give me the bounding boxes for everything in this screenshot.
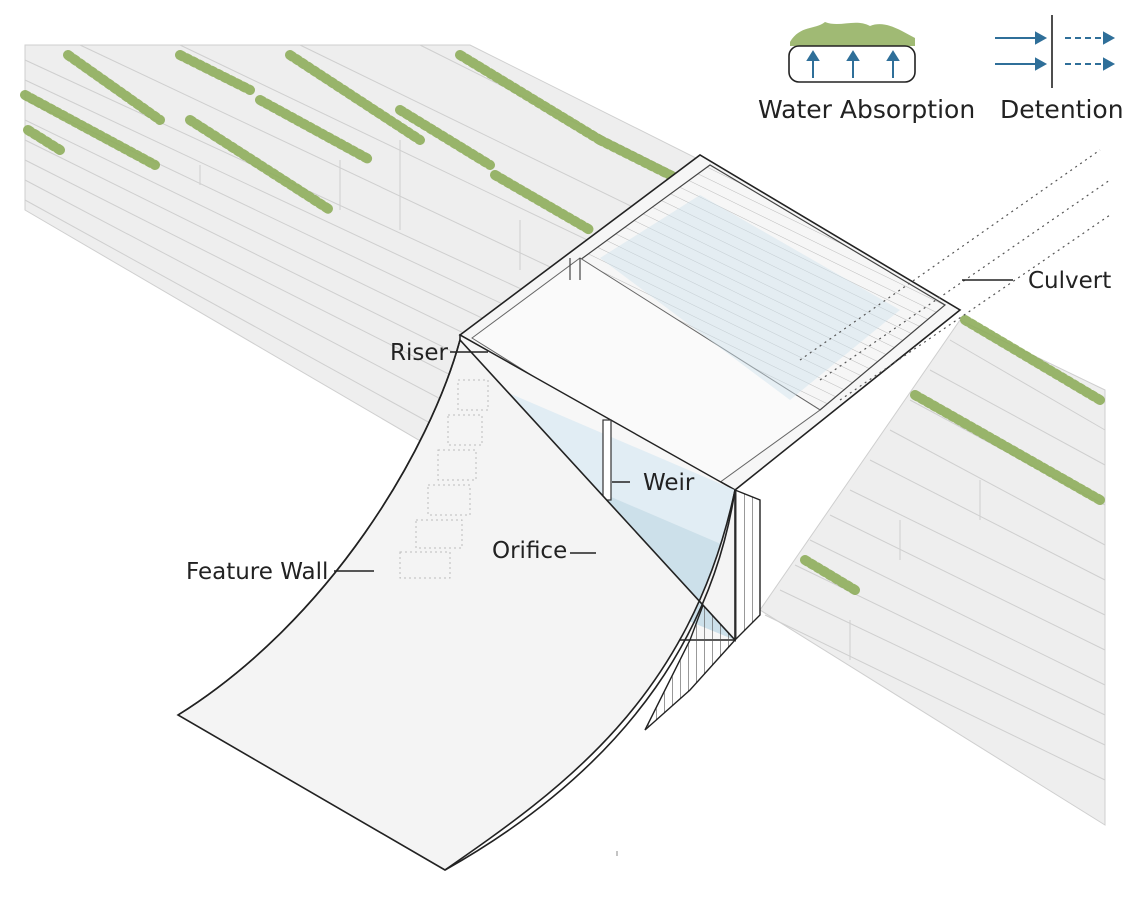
weir-label: Weir bbox=[643, 470, 695, 496]
legend-water-absorption-icon bbox=[788, 22, 916, 83]
legend: Water Absorption Detention bbox=[758, 15, 1124, 124]
legend-water-absorption-label: Water Absorption bbox=[758, 95, 975, 124]
feature-wall-label: Feature Wall bbox=[186, 559, 328, 585]
legend-detention-icon bbox=[995, 15, 1116, 88]
callouts bbox=[334, 279, 1013, 572]
culvert-label: Culvert bbox=[1028, 268, 1111, 294]
culvert-pipes bbox=[799, 149, 1111, 401]
planting-strips bbox=[20, 50, 1105, 595]
riser-label: Riser bbox=[390, 340, 449, 366]
weir-plate bbox=[602, 419, 612, 501]
detention-box bbox=[458, 154, 962, 491]
legend-detention-label: Detention bbox=[1000, 95, 1124, 124]
orifice-label: Orifice bbox=[492, 538, 567, 564]
feature-wall bbox=[176, 338, 736, 871]
